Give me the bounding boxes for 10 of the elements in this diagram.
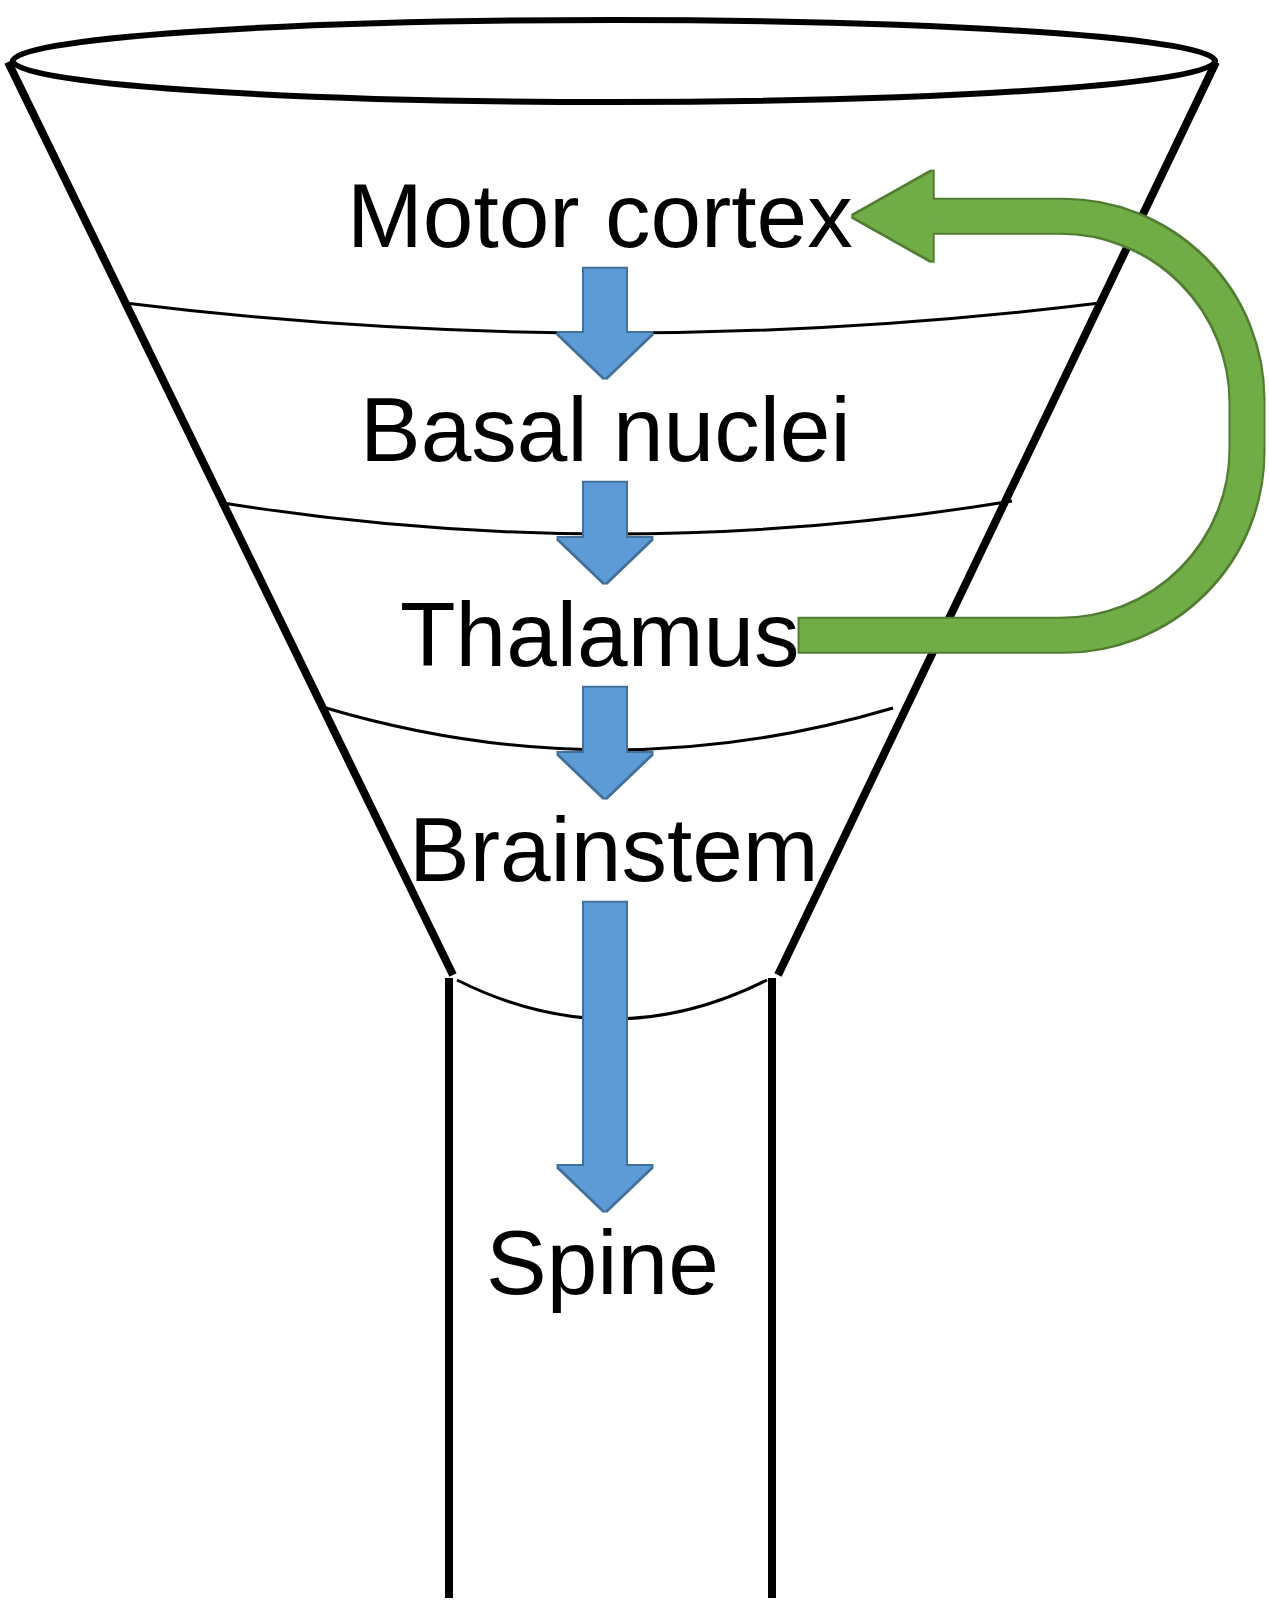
arrow [558, 482, 652, 583]
arrow [558, 268, 652, 378]
level-label: Brainstem [409, 798, 819, 903]
level-label: Spine [486, 1211, 719, 1316]
level-label: Basal nuclei [360, 378, 851, 483]
level-label: Thalamus [400, 583, 800, 688]
arrow [799, 171, 1264, 652]
arrow [558, 902, 652, 1211]
level-label: Motor cortex [347, 164, 853, 269]
arrow [558, 687, 652, 798]
